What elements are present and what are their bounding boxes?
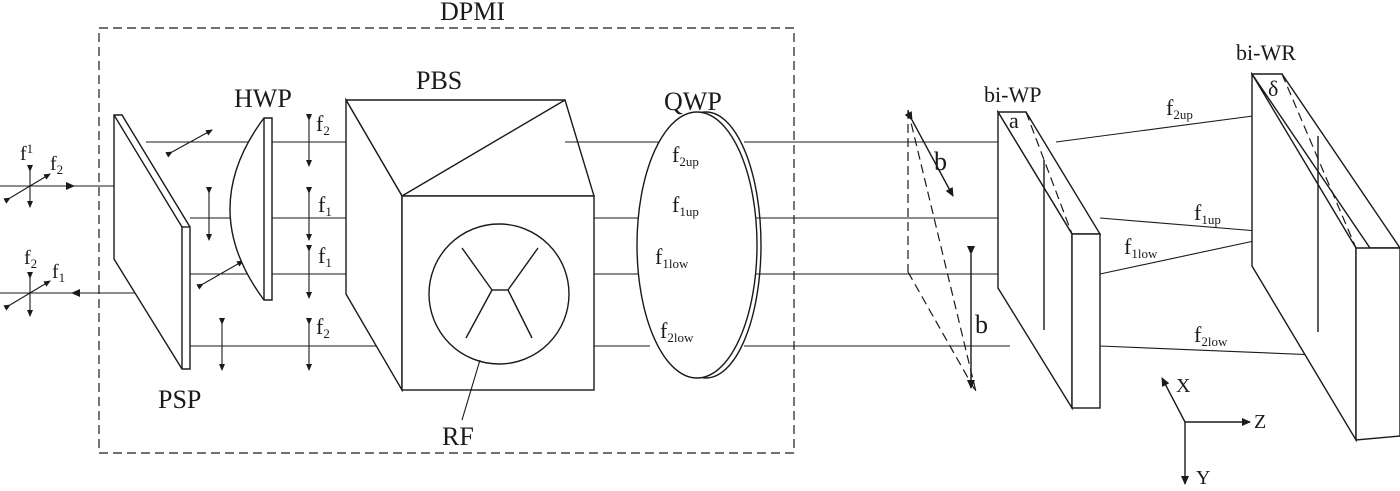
output-f2-label: f2	[24, 247, 37, 271]
wr-f2up-label: f2up	[1166, 95, 1193, 122]
offset-plane	[904, 109, 977, 393]
input-f1-label: f1	[20, 141, 33, 165]
hwp-f2-top-label: f2	[316, 111, 330, 138]
qwp-element	[636, 111, 762, 379]
wr-f2low-label: f2low	[1194, 322, 1228, 349]
b-upper-label: b	[934, 147, 947, 176]
axis-z-label: Z	[1254, 411, 1266, 433]
psp-plate	[113, 114, 191, 370]
input-f2-label: f2	[50, 153, 63, 177]
hwp-element	[229, 117, 273, 301]
output-polarization-glyph	[0, 272, 146, 317]
a-label: a	[1009, 108, 1019, 133]
qwp-f2low-label: f2low	[660, 318, 694, 345]
dpmi-label: DPMI	[440, 0, 505, 26]
rf-retroreflector	[428, 223, 570, 421]
bi-wr-label: bi-WR	[1236, 40, 1296, 65]
polarization-arrows-psp	[165, 129, 244, 371]
delta-label: δ	[1268, 76, 1278, 101]
bi-wr-element	[1250, 71, 1400, 443]
bi-wp-label: bi-WP	[984, 82, 1041, 107]
qwp-f2up-label: f2up	[672, 142, 699, 169]
hwp-f1-a-label: f1	[318, 192, 332, 219]
psp-label: PSP	[158, 385, 201, 414]
coordinate-axes	[1161, 377, 1251, 485]
axis-x-label: X	[1176, 375, 1191, 397]
pbs-cube	[344, 97, 595, 393]
wr-f1up-label: f1up	[1194, 200, 1221, 227]
hwp-f2-bottom-label: f2	[316, 314, 330, 341]
pbs-label: PBS	[416, 66, 462, 95]
rf-label: RF	[442, 422, 474, 451]
b-lower-label: b	[975, 310, 988, 339]
axis-y-label: Y	[1196, 467, 1210, 489]
qwp-f1up-label: f1up	[672, 192, 699, 219]
bi-wp-element	[996, 109, 1102, 411]
hwp-f1-b-label: f1	[318, 243, 332, 270]
output-f1-label: f1	[52, 261, 65, 285]
input-polarization-glyph	[0, 165, 75, 208]
hwp-label: HWP	[234, 84, 292, 113]
wr-f1low-label: f1low	[1124, 234, 1158, 261]
qwp-f1low-label: f1low	[655, 244, 689, 271]
qwp-label: QWP	[664, 87, 722, 116]
beam-lines-wp-wr	[1055, 113, 1343, 357]
